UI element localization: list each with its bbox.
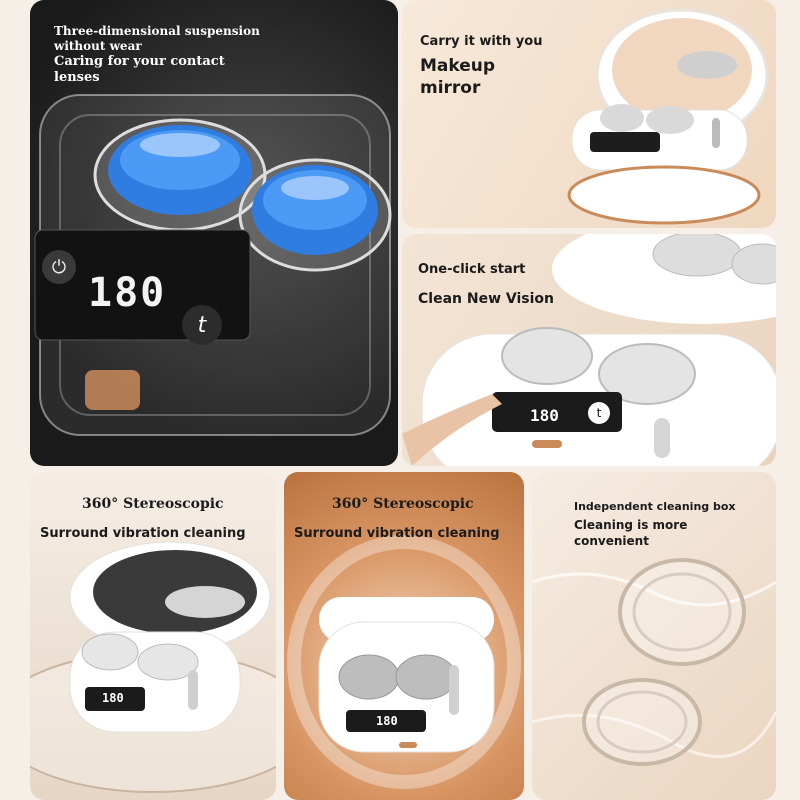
panel2-line1: Carry it with you [420, 34, 543, 49]
panel2-line3: mirror [420, 78, 481, 98]
caption-line: without wear [54, 39, 142, 53]
panel5-line2: Surround vibration cleaning [294, 526, 500, 541]
timer-display: 180 [88, 270, 167, 316]
panel5-line1: 360° Stereoscopic [332, 496, 474, 512]
power-button[interactable]: ⏻ [42, 250, 76, 284]
t-icon: t [197, 312, 207, 338]
timer-display: 180 [530, 406, 559, 425]
caption-line: Three-dimensional suspension [54, 24, 260, 38]
panel6-line2: Cleaning is more [574, 518, 688, 532]
left-lens-cup [93, 118, 267, 232]
timer-display: 180 [102, 691, 124, 705]
device-illustration [30, 541, 276, 793]
caption-line: lenses [54, 70, 100, 86]
panel2-line2: Makeup [420, 56, 496, 76]
panel-mirror: Carry it with you Makeup mirror [402, 0, 776, 228]
panel-surround-1: 180 360° Stereoscopic Surround vibration… [30, 472, 276, 800]
time-button[interactable]: t [588, 402, 610, 424]
panel-suspension: ⏻ 180 t Three-dimensional suspension wit… [30, 0, 398, 466]
panel6-line3: convenient [574, 534, 649, 548]
panel-surround-2: 180 360° Stereoscopic Surround vibration… [284, 472, 524, 800]
panel-independent-box: Independent cleaning box Cleaning is mor… [532, 472, 776, 800]
power-icon: ⏻ [51, 256, 67, 278]
time-button[interactable]: t [182, 305, 222, 345]
panel-one-click: 180 t One-click start Clean New Vision [402, 234, 776, 466]
panel4-line2: Surround vibration cleaning [40, 526, 246, 541]
cleaning-box-illustration [532, 558, 776, 766]
device-illustration [402, 234, 776, 466]
panel3-line1: One-click start [418, 262, 526, 277]
caption-line: Caring for your contact [54, 54, 225, 69]
device-illustration [287, 535, 521, 789]
t-icon: t [596, 406, 602, 420]
panel1-caption: Three-dimensional suspension without wea… [54, 24, 260, 87]
panel6-line1: Independent cleaning box [574, 500, 736, 513]
right-lens-cup [238, 158, 392, 272]
mirror-case-illustration [567, 8, 769, 225]
panel4-line1: 360° Stereoscopic [82, 496, 224, 512]
panel3-line2: Clean New Vision [418, 291, 554, 307]
timer-display: 180 [376, 714, 398, 728]
device-display: 180 [530, 406, 559, 425]
